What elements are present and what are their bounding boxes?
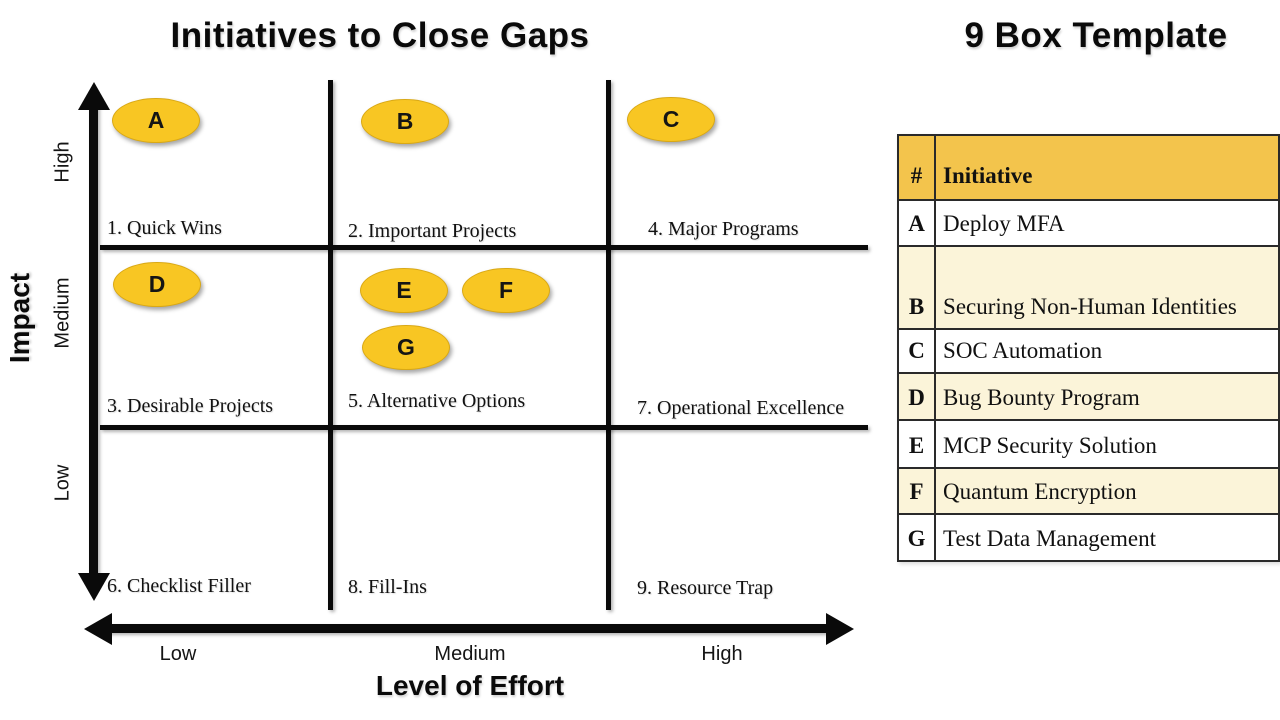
x-axis-right-arrowhead-icon xyxy=(826,613,854,645)
table-row: G Test Data Management xyxy=(896,513,1280,562)
x-axis-line xyxy=(106,624,832,633)
y-axis-title: Impact xyxy=(4,272,35,364)
x-tick-medium: Medium xyxy=(434,643,506,665)
cell-label-resource-trap: 9. Resource Trap xyxy=(637,577,774,599)
y-tick-medium: Medium xyxy=(51,277,74,349)
table-row: F Quantum Encryption xyxy=(896,467,1280,515)
grid-vertical-line-2 xyxy=(606,80,611,610)
bubble-e-letter: E xyxy=(396,277,412,303)
bubble-e: E xyxy=(360,268,448,313)
bubble-c: C xyxy=(627,97,715,142)
bubble-f: F xyxy=(462,268,550,313)
bubble-f-letter: F xyxy=(498,277,514,303)
row-name: Securing Non-Human Identities xyxy=(934,245,1280,330)
bubble-g: G xyxy=(362,325,450,370)
table-header-number: # xyxy=(896,134,937,201)
cell-label-alternative-options: 5. Alternative Options xyxy=(348,390,526,412)
table-header-initiative: Initiative xyxy=(934,134,1280,201)
row-letter: B xyxy=(896,245,937,330)
table-header-row: # Initiative xyxy=(896,134,1280,201)
bubble-b: B xyxy=(361,99,449,144)
table-row: B Securing Non-Human Identities xyxy=(896,245,1280,330)
table-row: C SOC Automation xyxy=(896,328,1280,374)
row-letter: E xyxy=(896,419,937,469)
bubble-a-letter: A xyxy=(147,107,165,133)
bubble-d-letter: D xyxy=(148,271,166,297)
x-tick-low: Low xyxy=(159,643,197,665)
row-name: Deploy MFA xyxy=(934,199,1280,247)
row-name: Bug Bounty Program xyxy=(934,372,1280,421)
y-tick-low: Low xyxy=(51,464,74,502)
row-letter: F xyxy=(896,467,937,515)
x-tick-high: High xyxy=(701,643,743,665)
template-title: 9 Box Template xyxy=(964,16,1228,55)
initiative-table: # Initiative A Deploy MFA B Securing Non… xyxy=(896,134,1280,562)
grid-horizontal-line-2 xyxy=(100,425,868,430)
cell-label-major-programs: 4. Major Programs xyxy=(648,218,799,240)
row-letter: G xyxy=(896,513,937,562)
x-axis-title: Level of Effort xyxy=(375,670,565,701)
x-axis-left-arrowhead-icon xyxy=(84,613,112,645)
grid-horizontal-line-1 xyxy=(100,245,868,250)
cell-label-desirable-projects: 3. Desirable Projects xyxy=(107,395,274,417)
bubble-c-letter: C xyxy=(662,106,680,132)
y-axis-top-arrowhead-icon xyxy=(78,82,110,110)
row-name: Test Data Management xyxy=(934,513,1280,562)
bubble-d: D xyxy=(113,262,201,307)
table-row: A Deploy MFA xyxy=(896,199,1280,247)
cell-label-important-projects: 2. Important Projects xyxy=(348,220,517,242)
row-letter: A xyxy=(896,199,937,247)
cell-label-operational-excellence: 7. Operational Excellence xyxy=(637,397,845,419)
row-name: MCP Security Solution xyxy=(934,419,1280,469)
matrix-title: Initiatives to Close Gaps xyxy=(170,16,590,55)
row-name: SOC Automation xyxy=(934,328,1280,374)
cell-label-fill-ins: 8. Fill-Ins xyxy=(348,576,427,598)
cell-label-checklist-filler: 6. Checklist Filler xyxy=(107,575,251,597)
y-axis-line xyxy=(89,104,98,576)
bubble-g-letter: G xyxy=(397,334,415,360)
bubble-b-letter: B xyxy=(396,108,414,134)
grid-vertical-line-1 xyxy=(328,80,333,610)
bubble-a: A xyxy=(112,98,200,143)
table-row: D Bug Bounty Program xyxy=(896,372,1280,421)
row-letter: D xyxy=(896,372,937,421)
row-name: Quantum Encryption xyxy=(934,467,1280,515)
cell-label-quick-wins: 1. Quick Wins xyxy=(107,217,222,239)
y-tick-high: High xyxy=(51,141,74,183)
y-axis-bottom-arrowhead-icon xyxy=(78,573,110,601)
table-row: E MCP Security Solution xyxy=(896,419,1280,469)
row-letter: C xyxy=(896,328,937,374)
